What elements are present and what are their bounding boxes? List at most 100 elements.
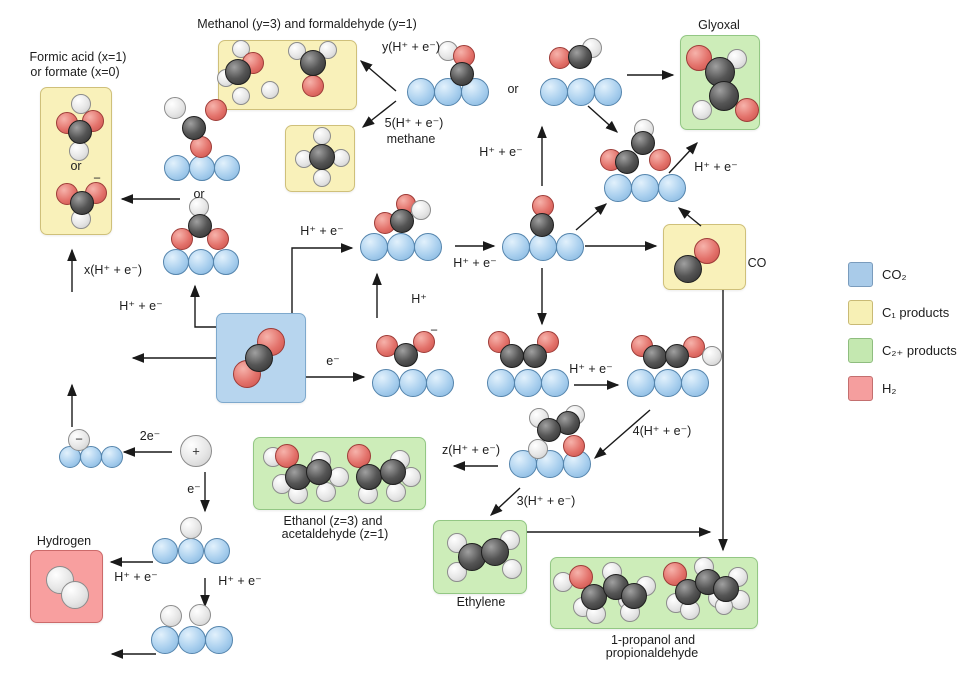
surface-atom [541,369,569,397]
arrow-occoh-to-c2h3o [593,409,651,459]
carbon-atom [380,459,406,485]
hydrogen-atom [232,87,250,105]
ethylene-title: Ethylene [456,594,506,609]
arrow-y-reduction [359,60,397,92]
hydrogen-atom [61,581,89,609]
surface-atom [461,78,489,106]
carbon-atom [523,344,547,368]
surface-atom [487,369,515,397]
carbon-atom [643,345,667,369]
hydrogen-atom [261,81,279,99]
surface-atom [502,233,530,261]
hydrogen-atom [702,346,722,366]
surface-atom [188,249,214,275]
ethanol-title-line2: acetaldehyde (z=1) [281,526,389,541]
legend-item-co2: CO₂ [848,262,957,287]
oxygen-atom [563,435,585,457]
charge-label: + [192,443,200,459]
charge-label: − [93,170,101,186]
surface-atom [658,174,686,202]
carbon-atom [245,344,273,372]
oxygen-atom [207,228,229,250]
carbon-atom [568,45,592,69]
carbon-atom [537,418,561,442]
charge-label: − [75,431,83,447]
surface-atom [514,369,542,397]
surface-atom [372,369,400,397]
hydrogen-atom [71,94,91,114]
surface-atom [407,78,435,106]
co-title: CO [747,255,767,270]
surface-atom [151,626,179,654]
legend-item-h2: H₂ [848,376,957,401]
surface-atom [178,626,206,654]
legend-label-co2: CO₂ [882,267,907,282]
surface-atom [556,233,584,261]
label-e-down: e⁻ [187,481,201,496]
methanol-title: Methanol (y=3) and formaldehyde (y=1) [197,16,417,31]
surface-atom [360,233,388,261]
label-y-reduction: y(H⁺ + e⁻) [382,39,440,54]
oxygen-atom [302,75,324,97]
label-5-reduction: 5(H⁺ + e⁻) [384,115,444,130]
legend-item-c1-products: C₁ products [848,300,957,325]
c2plus-products-swatch [848,338,873,363]
hydrogen-atom [316,482,336,502]
label-hpe-bidentate: H⁺ + e⁻ [119,298,163,313]
label-x-reduction: x(H⁺ + e⁻) [84,262,142,277]
or-top-species: or [507,81,519,96]
oxygen-atom [663,562,687,586]
hydrogen-atom [528,439,548,459]
surface-atom [189,155,215,181]
oxygen-atom [649,149,671,171]
arrow-cobox-to-occho [677,207,702,227]
oxygen-atom [205,99,227,121]
hydrogen-atom [313,169,331,187]
arrow-methane-reduction [361,100,397,128]
carbon-atom [581,584,607,610]
ethanol-title-line1: Ethanol (z=3) and [283,513,383,528]
or-formate-species: or [193,186,205,201]
arrow-cho-to-occho [587,105,619,133]
carbon-atom [188,214,212,238]
hydrogen-atom [411,200,431,220]
carbon-atom [665,344,689,368]
surface-atom [178,538,204,564]
hydrogen-atom [164,97,186,119]
hydrogen-atom [180,435,212,467]
carbon-atom [709,81,739,111]
surface-atom [205,626,233,654]
label-h-plus: H⁺ [411,291,427,306]
co-box [663,224,746,290]
hydrogen-atom [68,429,90,451]
surface-atom [426,369,454,397]
carbon-atom [530,213,554,237]
carbon-atom [306,459,332,485]
label-3-reduction: 3(H⁺ + e⁻) [516,493,576,508]
carbon-atom [481,538,509,566]
surface-atom [654,369,682,397]
hydrogen-title: Hydrogen [36,533,92,548]
label-hpe-h2-down: H⁺ + e⁻ [218,573,262,588]
oxygen-atom [413,331,435,353]
c1-products-swatch [848,300,873,325]
hydrogen-box [30,550,103,623]
propanol-title-line2: propionaldehyde [605,645,699,660]
carbon-atom [309,144,335,170]
label-2-electron: 2e⁻ [139,428,161,443]
hydrogen-atom [180,517,202,539]
carbon-atom [500,344,524,368]
surface-atom [604,174,632,202]
hydrogen-atom [502,559,522,579]
legend-label-h2: H₂ [882,381,897,396]
label-hpe-h2-left: H⁺ + e⁻ [114,569,158,584]
surface-atom [101,446,123,468]
surface-atom [163,249,189,275]
carbon-atom [356,464,382,490]
label-methane: methane [386,131,436,146]
hydrogen-atom [189,604,211,626]
carbon-atom [713,576,739,602]
surface-atom [204,538,230,564]
formic-title-line2: or formate (x=0) [30,64,120,79]
